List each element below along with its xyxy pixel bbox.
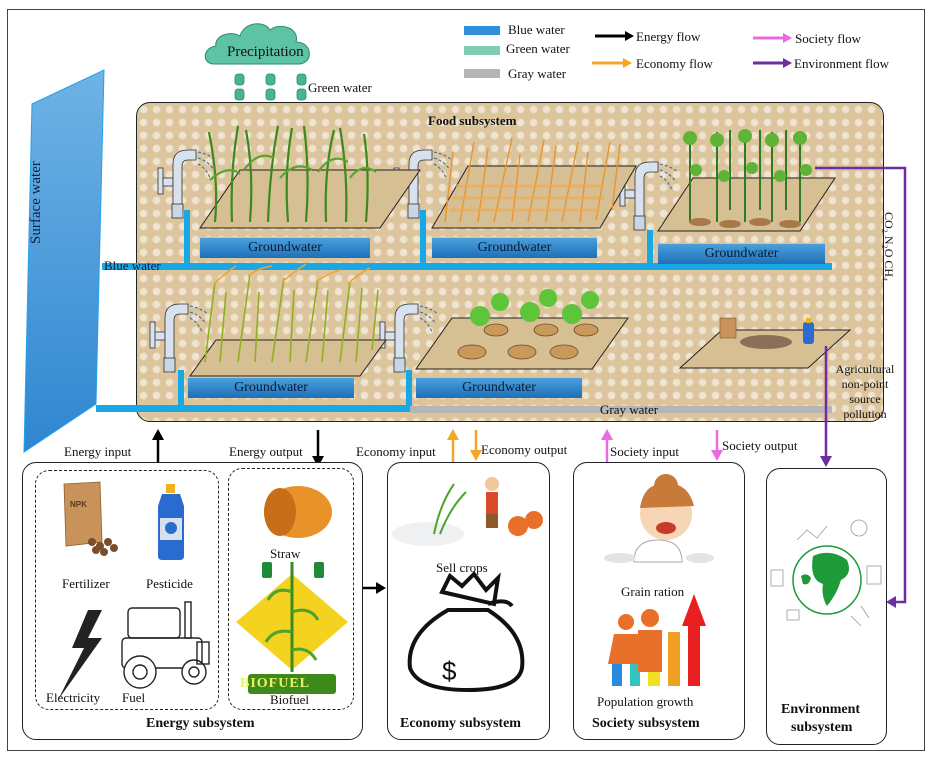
economy-input-arrow: [447, 429, 459, 462]
potato-crop-icon: [457, 289, 599, 360]
pollution-label-line: Agricultural: [835, 362, 895, 376]
society-flow-arrow: [753, 33, 792, 43]
blue-water-pipe-upper[interactable]: [102, 263, 832, 270]
legend-energy-flow: Energy flow: [636, 29, 701, 44]
pollution-label-line: source: [849, 392, 881, 406]
money-bag-icon: [407, 570, 525, 693]
gray-water-pipe[interactable]: [410, 406, 832, 413]
energy-input-label: Energy input: [64, 444, 132, 459]
groundwater-label: Groundwater: [416, 377, 582, 398]
pipe-riser: [184, 210, 190, 265]
society-subsystem-title: Society subsystem: [592, 716, 700, 731]
energy-inputs-group: [35, 470, 219, 710]
environment-subsystem-title-line2: subsystem: [791, 720, 853, 735]
green-water-label: Green water: [308, 80, 372, 95]
economy-output-label: Economy output: [481, 442, 568, 457]
tractor-icon: [121, 601, 210, 689]
pipe-riser: [178, 370, 184, 408]
grain-ration-label: Grain ration: [621, 584, 685, 599]
precipitation-label: Precipitation: [227, 44, 304, 60]
population-growth-icon: [608, 594, 706, 686]
economy-subsystem-panel: [387, 462, 550, 740]
energy-flow-arrow: [595, 31, 634, 41]
society-icons: [604, 474, 714, 686]
legend-society-flow: Society flow: [795, 31, 862, 46]
gray-water-label: Gray water: [600, 402, 659, 417]
gray-water-swatch: [464, 69, 500, 78]
economy-input-label: Economy input: [356, 444, 436, 459]
pesticide-label: Pesticide: [146, 576, 193, 591]
energy-input-arrow: [152, 429, 164, 466]
diagram-frame: [7, 9, 925, 751]
pollution-arrowhead: [820, 456, 832, 467]
society-output-arrow: [711, 430, 723, 461]
fertilizer-icon: [63, 481, 118, 556]
pollution-label-line: pollution: [843, 407, 887, 421]
fertilizer-label: Fertilizer: [62, 576, 110, 591]
dollar-sign: $: [442, 656, 457, 686]
pipe-riser: [647, 230, 653, 265]
emissions-flow-arrow: [815, 166, 907, 608]
society-input-arrow: [601, 429, 613, 462]
environment-subsystem-title-line1: Environment: [781, 702, 861, 717]
surface-water: [23, 69, 105, 453]
fuel-label: Fuel: [122, 690, 146, 705]
economy-output-arrow: [470, 430, 482, 461]
bean-crop-icon: [683, 129, 812, 228]
wheat-crop-icon: [444, 137, 621, 223]
food-subsystem-title: Food subsystem: [428, 113, 517, 128]
pollution-label-line: non-point: [841, 377, 889, 391]
legend-gray-water: Gray water: [508, 66, 567, 81]
straw-label: Straw: [270, 546, 301, 561]
biofuel-icon: [236, 562, 348, 694]
legend-blue-water: Blue water: [508, 22, 565, 37]
legend-arrows: [592, 31, 792, 68]
pipe-riser: [406, 370, 412, 408]
irrigation-layer: [149, 125, 907, 608]
legend-environment-flow: Environment flow: [794, 56, 889, 71]
legend-economy-flow: Economy flow: [636, 56, 713, 71]
blue-water-pipe-lower[interactable]: [96, 405, 410, 412]
girl-eating-icon: [604, 474, 714, 563]
pipe-riser: [420, 210, 426, 265]
energy-subsystem-title: Energy subsystem: [146, 716, 255, 731]
society-input-label: Society input: [610, 444, 679, 459]
energy-output-arrow: [312, 430, 324, 467]
population-growth-label: Population growth: [597, 694, 694, 709]
maize-crop-icon: [207, 125, 377, 223]
biofuel-label: Biofuel: [270, 692, 309, 707]
fertilizer-plot-icon: [719, 317, 814, 349]
blue-water-swatch: [464, 26, 500, 35]
groundwater-label: Groundwater: [188, 377, 354, 398]
environment-flow-arrow: [753, 58, 792, 68]
green-water-swatch: [464, 46, 500, 55]
energy-icons: [58, 481, 348, 700]
rice-crop-icon: [204, 263, 379, 363]
groundwater-label: Groundwater: [658, 243, 825, 264]
straw-bale-icon: [264, 486, 332, 538]
energy-to-economy-arrow: [360, 582, 386, 594]
farmer-selling-crops-icon: [392, 477, 543, 546]
energy-outputs-group: [228, 468, 354, 710]
society-output-label: Society output: [722, 438, 798, 453]
npk-label: NPK: [70, 500, 87, 509]
pollution-label: Agricultural non-point source pollution: [826, 362, 904, 422]
groundwater-label: Groundwater: [200, 237, 370, 258]
precipitation-cloud: [204, 23, 310, 101]
economy-icons: [392, 477, 543, 693]
legend-green-water: Green water: [506, 41, 570, 56]
electricity-label: Electricity: [46, 690, 101, 705]
groundwater-label: Groundwater: [432, 237, 597, 258]
earth-icon: [770, 519, 882, 627]
biofuel-badge: BIOFUEL: [240, 676, 311, 691]
energy-output-label: Energy output: [229, 444, 303, 459]
economy-flow-arrow: [592, 58, 632, 68]
sell-crops-label: Sell crops: [436, 560, 488, 575]
pesticide-icon: [158, 484, 184, 560]
economy-subsystem-title: Economy subsystem: [400, 716, 521, 731]
electricity-icon: [58, 610, 102, 700]
blue-water-label: Blue water: [104, 258, 161, 273]
